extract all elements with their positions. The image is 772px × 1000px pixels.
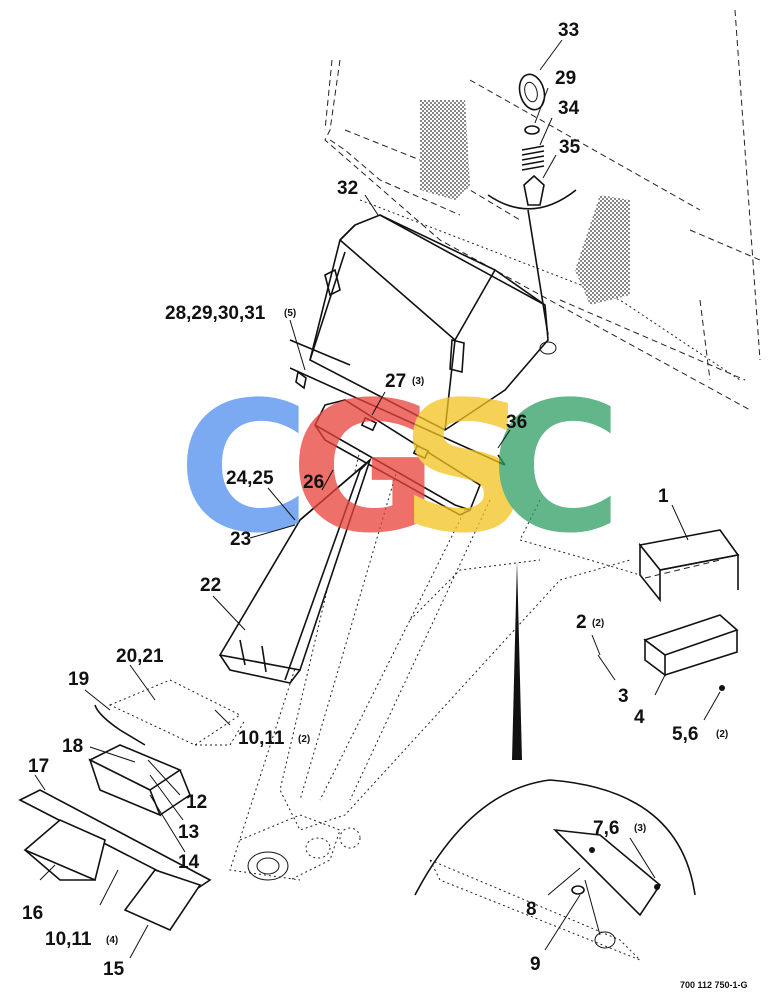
callout-2-qty: (2)	[592, 618, 604, 629]
watermark: C G S C	[178, 364, 622, 573]
callout-33: 33	[558, 20, 579, 41]
callout-34: 34	[558, 98, 580, 119]
callout-36: 36	[506, 412, 527, 433]
callout-20-21: 20,21	[116, 646, 164, 667]
callout-5-6: 5,6	[672, 724, 698, 745]
callout-28-31-qty: (5)	[284, 308, 296, 319]
callout-10-11-upper-qty: (2)	[298, 734, 310, 745]
callout-22: 22	[200, 575, 221, 596]
watermark-letter-s: S	[400, 364, 530, 573]
callout-7-6: 7,6	[593, 818, 619, 839]
eye-bolt-assembly	[487, 73, 577, 336]
shield-cover-32	[289, 214, 557, 431]
bracket-assembly-1	[638, 529, 740, 691]
callout-2: 2	[576, 612, 587, 633]
callout-14: 14	[178, 852, 200, 873]
machine-frame-outline	[324, 9, 761, 411]
callout-12: 12	[186, 792, 207, 813]
grille-right	[575, 195, 630, 305]
callout-18: 18	[62, 736, 83, 757]
callout-4: 4	[634, 707, 645, 728]
callout-27-qty: (3)	[412, 376, 424, 387]
callout-1: 1	[658, 486, 669, 507]
callout-28-31: 28,29,30,31	[165, 303, 266, 324]
callout-3: 3	[618, 686, 629, 707]
callout-32: 32	[337, 178, 358, 199]
callout-16: 16	[22, 903, 43, 924]
callout-35: 35	[559, 137, 581, 158]
callout-26: 26	[303, 472, 324, 493]
callout-8: 8	[526, 899, 537, 920]
callout-19: 19	[68, 669, 89, 690]
callout-10-11-lower: 10,11	[45, 929, 92, 950]
hitch-drawbar	[229, 449, 641, 881]
tube-22	[218, 457, 372, 684]
callout-15: 15	[103, 959, 125, 980]
callout-23: 23	[230, 529, 251, 550]
watermark-letter-c1: C	[178, 364, 310, 573]
lower-left-components	[18, 679, 246, 932]
callout-13: 13	[178, 822, 199, 843]
watermark-letter-c2: C	[490, 364, 622, 573]
callout-5-6-qty: (2)	[716, 729, 728, 740]
callout-27: 27	[385, 371, 406, 392]
callout-7-6-qty: (3)	[634, 823, 646, 834]
callout-10-11-lower-qty: (4)	[106, 935, 118, 946]
callout-labels: 33 29 34 35 32 28,29,30,31 (5) 27 (3) 36…	[22, 20, 748, 990]
callout-29-top: 29	[555, 68, 576, 89]
callout-17: 17	[28, 756, 49, 777]
grille-left	[420, 100, 470, 200]
watermark-letter-g: G	[290, 364, 438, 573]
leader-lines	[34, 39, 721, 959]
callout-10-11-upper: 10,11	[238, 728, 285, 749]
drawing-part-number: 700 112 750-1-G	[680, 980, 748, 990]
callout-24-25: 24,25	[226, 468, 274, 489]
detail-callout-circle	[414, 560, 696, 961]
callout-9: 9	[530, 954, 541, 975]
base-plate-36	[289, 367, 506, 516]
